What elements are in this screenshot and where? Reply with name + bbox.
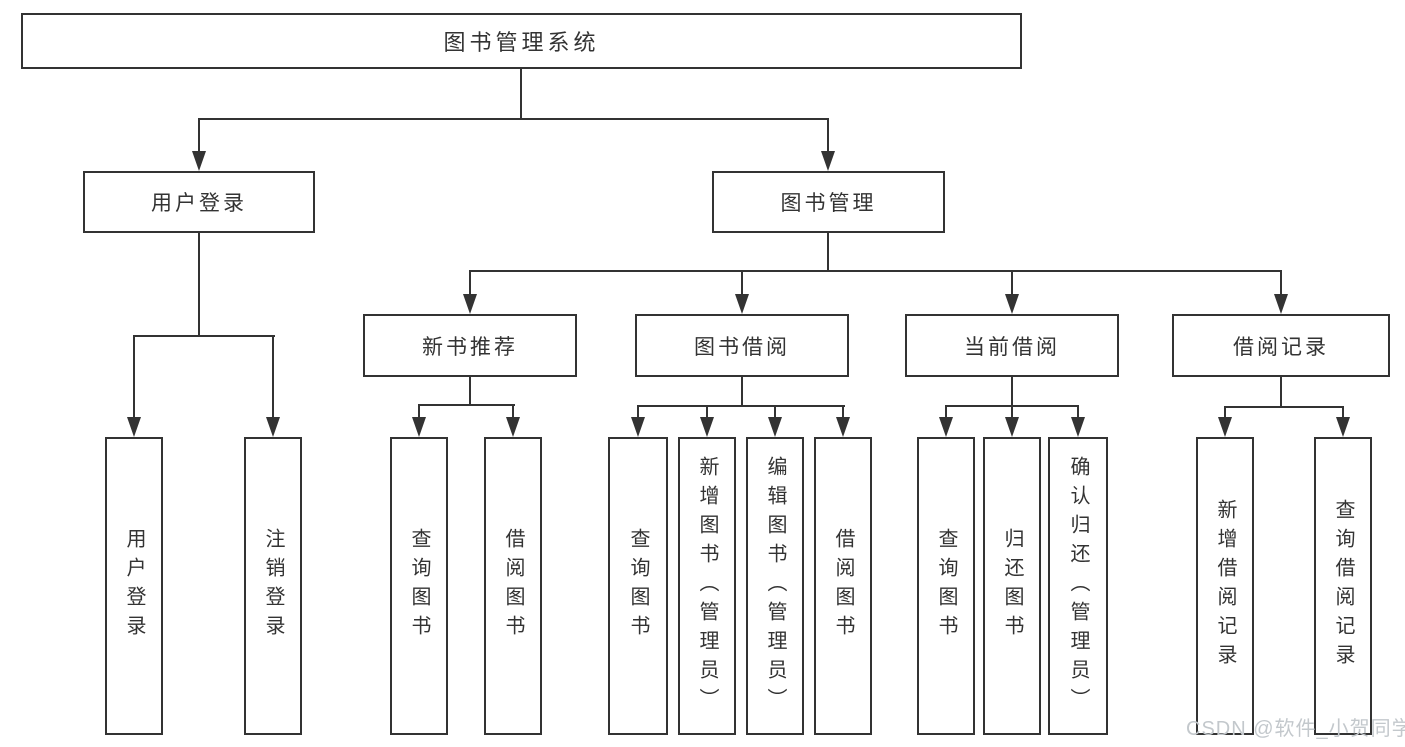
leaf-borrow-books-borrow: 借阅图书	[814, 437, 872, 735]
connector-line	[418, 404, 420, 419]
node-book-borrowing: 图书借阅	[635, 314, 849, 377]
connector-line	[198, 233, 200, 337]
connector-line	[741, 270, 743, 296]
connector-line	[637, 405, 639, 419]
leaf-add-books-admin: 新增图书（管理员）	[678, 437, 736, 735]
leaf-add-borrow-record: 新增借阅记录	[1196, 437, 1254, 735]
leaf-borrow-books-recommend: 借阅图书	[484, 437, 542, 735]
arrow-down-icon	[735, 294, 749, 314]
connector-line	[418, 404, 515, 406]
leaf-query-borrow-record: 查询借阅记录	[1314, 437, 1372, 735]
leaf-query-books-current: 查询图书	[917, 437, 975, 735]
arrow-down-icon	[192, 151, 206, 171]
csdn-watermark: CSDN @软件_小贺同学	[1186, 718, 1405, 740]
arrow-down-icon	[1005, 294, 1019, 314]
node-user-login: 用户登录	[83, 171, 315, 233]
connector-line	[774, 405, 776, 419]
arrow-down-icon	[1274, 294, 1288, 314]
connector-line	[1011, 377, 1013, 407]
connector-line	[1280, 270, 1282, 296]
connector-line	[842, 405, 844, 419]
leaf-logout-login: 注销登录	[244, 437, 302, 735]
connector-line	[1224, 406, 1226, 419]
connector-line	[1224, 406, 1344, 408]
arrow-down-icon	[127, 417, 141, 437]
arrow-down-icon	[1071, 417, 1085, 437]
connector-line	[827, 118, 829, 153]
connector-line	[1011, 405, 1013, 419]
node-current-borrowing: 当前借阅	[905, 314, 1119, 377]
connector-line	[133, 335, 275, 337]
node-book-management: 图书管理	[712, 171, 945, 233]
connector-line	[272, 335, 274, 419]
arrow-down-icon	[1218, 417, 1232, 437]
leaf-user-login: 用户登录	[105, 437, 163, 735]
connector-line	[637, 405, 845, 407]
leaf-return-books: 归还图书	[983, 437, 1041, 735]
connector-line	[469, 377, 471, 406]
connector-line	[198, 118, 200, 153]
connector-line	[198, 118, 829, 120]
arrow-down-icon	[412, 417, 426, 437]
arrow-down-icon	[836, 417, 850, 437]
connector-line	[741, 377, 743, 407]
connector-line	[469, 270, 471, 296]
arrow-down-icon	[939, 417, 953, 437]
connector-line	[469, 270, 1282, 272]
connector-line	[133, 335, 135, 419]
connector-line	[1077, 405, 1079, 419]
connector-line	[1342, 406, 1344, 419]
connector-line	[945, 405, 947, 419]
node-borrowing-records: 借阅记录	[1172, 314, 1390, 377]
arrow-down-icon	[463, 294, 477, 314]
leaf-edit-books-admin: 编辑图书（管理员）	[746, 437, 804, 735]
arrow-down-icon	[768, 417, 782, 437]
connector-line	[706, 405, 708, 419]
leaf-query-books-recommend: 查询图书	[390, 437, 448, 735]
arrow-down-icon	[1005, 417, 1019, 437]
node-new-book-recommendation: 新书推荐	[363, 314, 577, 377]
arrow-down-icon	[266, 417, 280, 437]
connector-line	[512, 404, 514, 419]
connector-line	[1280, 377, 1282, 408]
connector-line	[1011, 270, 1013, 296]
leaf-confirm-return-admin: 确认归还（管理员）	[1048, 437, 1108, 735]
node-library-management-system: 图书管理系统	[21, 13, 1022, 69]
arrow-down-icon	[1336, 417, 1350, 437]
leaf-query-books-borrow: 查询图书	[608, 437, 668, 735]
arrow-down-icon	[700, 417, 714, 437]
arrow-down-icon	[506, 417, 520, 437]
arrow-down-icon	[631, 417, 645, 437]
connector-line	[827, 233, 829, 272]
connector-line	[520, 69, 522, 120]
arrow-down-icon	[821, 151, 835, 171]
